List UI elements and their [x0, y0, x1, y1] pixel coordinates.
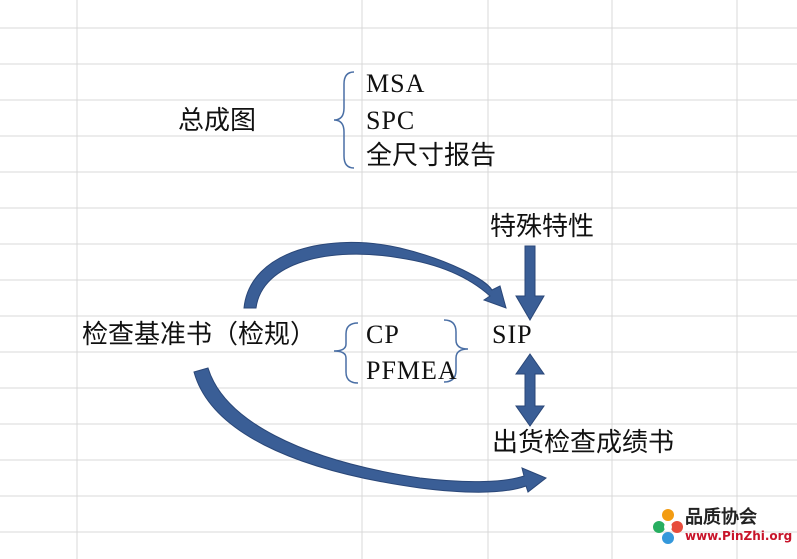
site-logo: 品质协会 www.PinZhi.org: [651, 501, 793, 553]
shipping-report-label: 出货检查成绩书: [492, 428, 675, 458]
top-item-full-dimension-report: 全尺寸报告: [366, 141, 497, 171]
special-characteristics-label: 特殊特性: [490, 212, 595, 242]
top-item-msa: MSA: [366, 69, 426, 98]
inspection-standard-label: 检查基准书（检规）: [82, 320, 317, 350]
down-arrow-special-to-sip: [515, 245, 545, 321]
flower-logo-icon: [653, 509, 683, 544]
logo-url[interactable]: www.PinZhi.org: [685, 529, 793, 543]
sip-label: SIP: [492, 320, 533, 349]
top-group-brace: [333, 71, 355, 169]
mid-right-brace: [443, 319, 469, 383]
logo-title: 品质协会: [685, 507, 757, 528]
curve-arrow-to-report: [193, 367, 547, 493]
top-group-root: 总成图: [178, 106, 257, 136]
double-arrow-sip-report: [515, 353, 545, 427]
mid-item-pfmea: PFMEA: [366, 356, 458, 385]
top-item-spc: SPC: [366, 106, 416, 135]
mid-item-cp: CP: [366, 320, 400, 349]
mid-left-brace: [333, 322, 359, 384]
curve-arrow-to-sip: [243, 242, 507, 309]
